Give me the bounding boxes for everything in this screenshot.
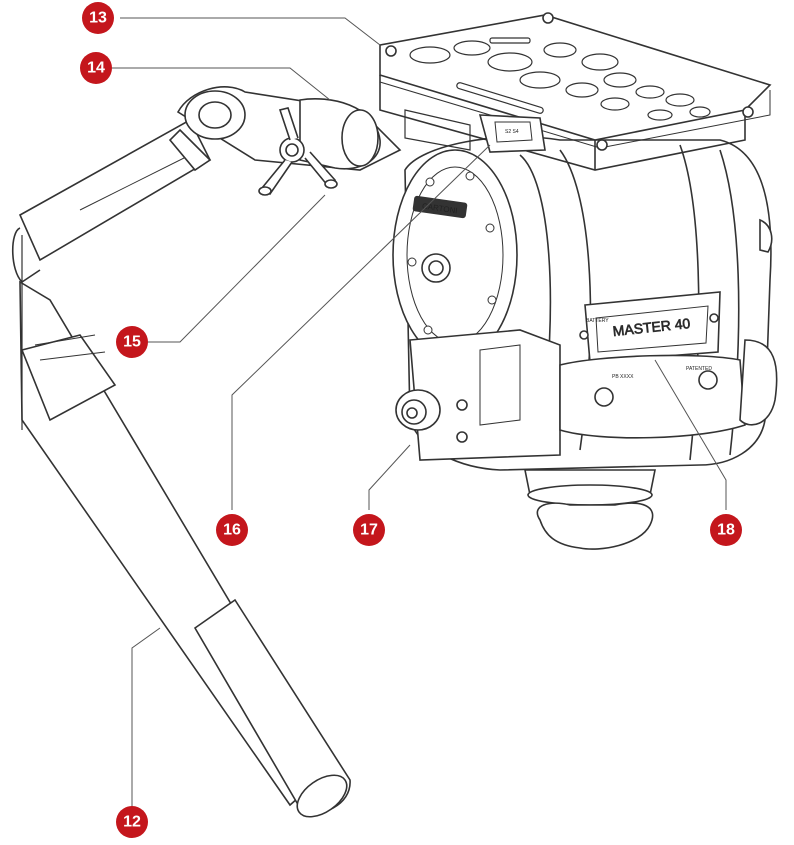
callout-15: 15	[116, 326, 148, 358]
callout-16-label: 16	[223, 522, 241, 539]
clamp-label: S2 S4	[505, 129, 519, 135]
leader-16	[231, 144, 491, 510]
callout-18-label: 18	[717, 522, 735, 539]
leader-14	[112, 67, 331, 101]
leader-13	[120, 17, 381, 46]
callout-14: 14	[80, 52, 112, 84]
leader-12	[131, 627, 161, 808]
leader-18	[654, 359, 727, 510]
callout-17-label: 17	[360, 522, 378, 539]
fluid-head-body	[392, 136, 778, 550]
leader-lines	[112, 17, 727, 808]
pan-bar	[11, 118, 351, 818]
callout-15-label: 15	[123, 334, 141, 351]
callout-12-label: 12	[123, 814, 141, 831]
leader-15	[145, 194, 326, 343]
battery-label: BATTERY	[586, 318, 609, 324]
callout-13-label: 13	[89, 10, 107, 27]
leader-17	[368, 444, 411, 510]
callout-16: 16	[216, 514, 248, 546]
callout-14-label: 14	[87, 60, 105, 77]
small-label: PB XXXX	[612, 374, 634, 380]
pan-bar-clamp	[168, 86, 402, 196]
callout-12: 12	[116, 806, 148, 838]
callout-18: 18	[710, 514, 742, 546]
callout-13: 13	[82, 2, 114, 34]
patented-label: PATENTED	[686, 366, 712, 372]
camera-plate	[379, 12, 772, 171]
callout-17: 17	[353, 514, 385, 546]
